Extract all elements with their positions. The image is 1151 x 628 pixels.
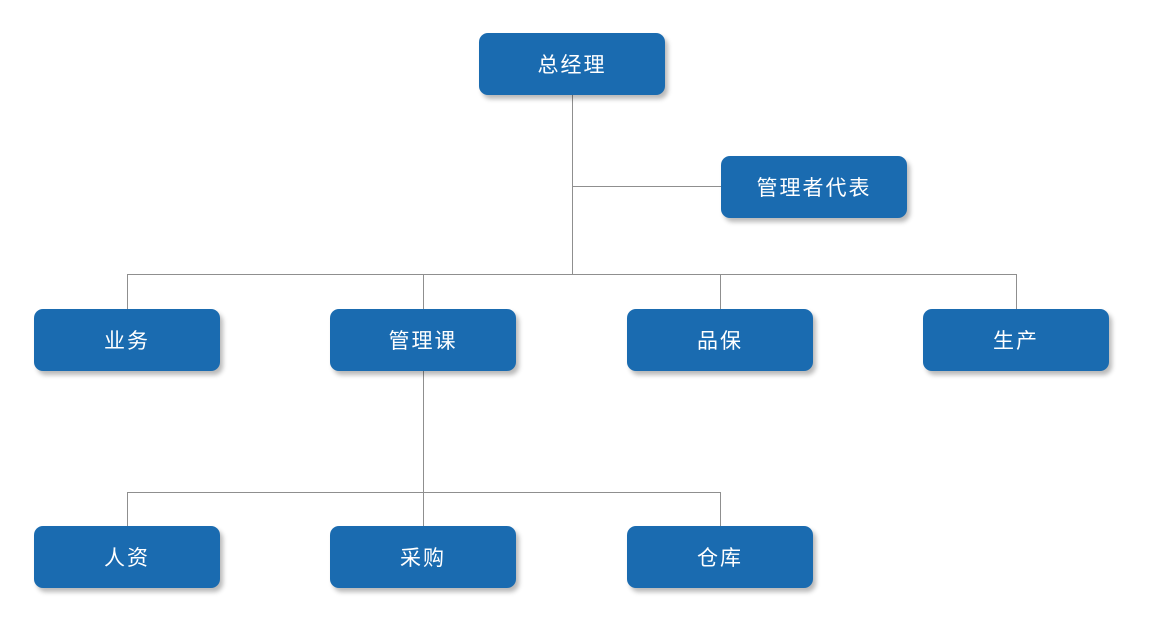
node-label: 总经理 [537, 53, 607, 77]
connector-unit-bar [127, 492, 721, 493]
node-warehouse: 仓库 [627, 526, 813, 588]
node-management-representative: 管理者代表 [721, 156, 907, 218]
connector-to-human-resources [127, 492, 128, 526]
connector-to-production [1016, 274, 1017, 309]
node-general-manager: 总经理 [479, 33, 665, 95]
connector-to-warehouse [720, 492, 721, 526]
node-production: 生产 [923, 309, 1109, 371]
connector-management-trunk [423, 371, 424, 493]
node-management-section: 管理课 [330, 309, 516, 371]
connector-department-bar [127, 274, 1017, 275]
node-label: 仓库 [697, 546, 743, 570]
connector-to-management-section [423, 274, 424, 309]
node-label: 业务 [104, 329, 150, 353]
node-label: 生产 [993, 329, 1039, 353]
node-label: 采购 [400, 546, 446, 570]
node-label: 品保 [697, 329, 743, 353]
connector-gm-trunk [572, 95, 573, 275]
node-label: 管理者代表 [756, 176, 872, 200]
node-label: 管理课 [388, 329, 458, 353]
connector-to-quality-assurance [720, 274, 721, 309]
connector-to-business [127, 274, 128, 309]
node-business: 业务 [34, 309, 220, 371]
node-purchasing: 采购 [330, 526, 516, 588]
node-human-resources: 人资 [34, 526, 220, 588]
connector-to-management-rep [572, 186, 721, 187]
connector-to-purchasing [423, 492, 424, 526]
node-quality-assurance: 品保 [627, 309, 813, 371]
node-label: 人资 [104, 546, 150, 570]
